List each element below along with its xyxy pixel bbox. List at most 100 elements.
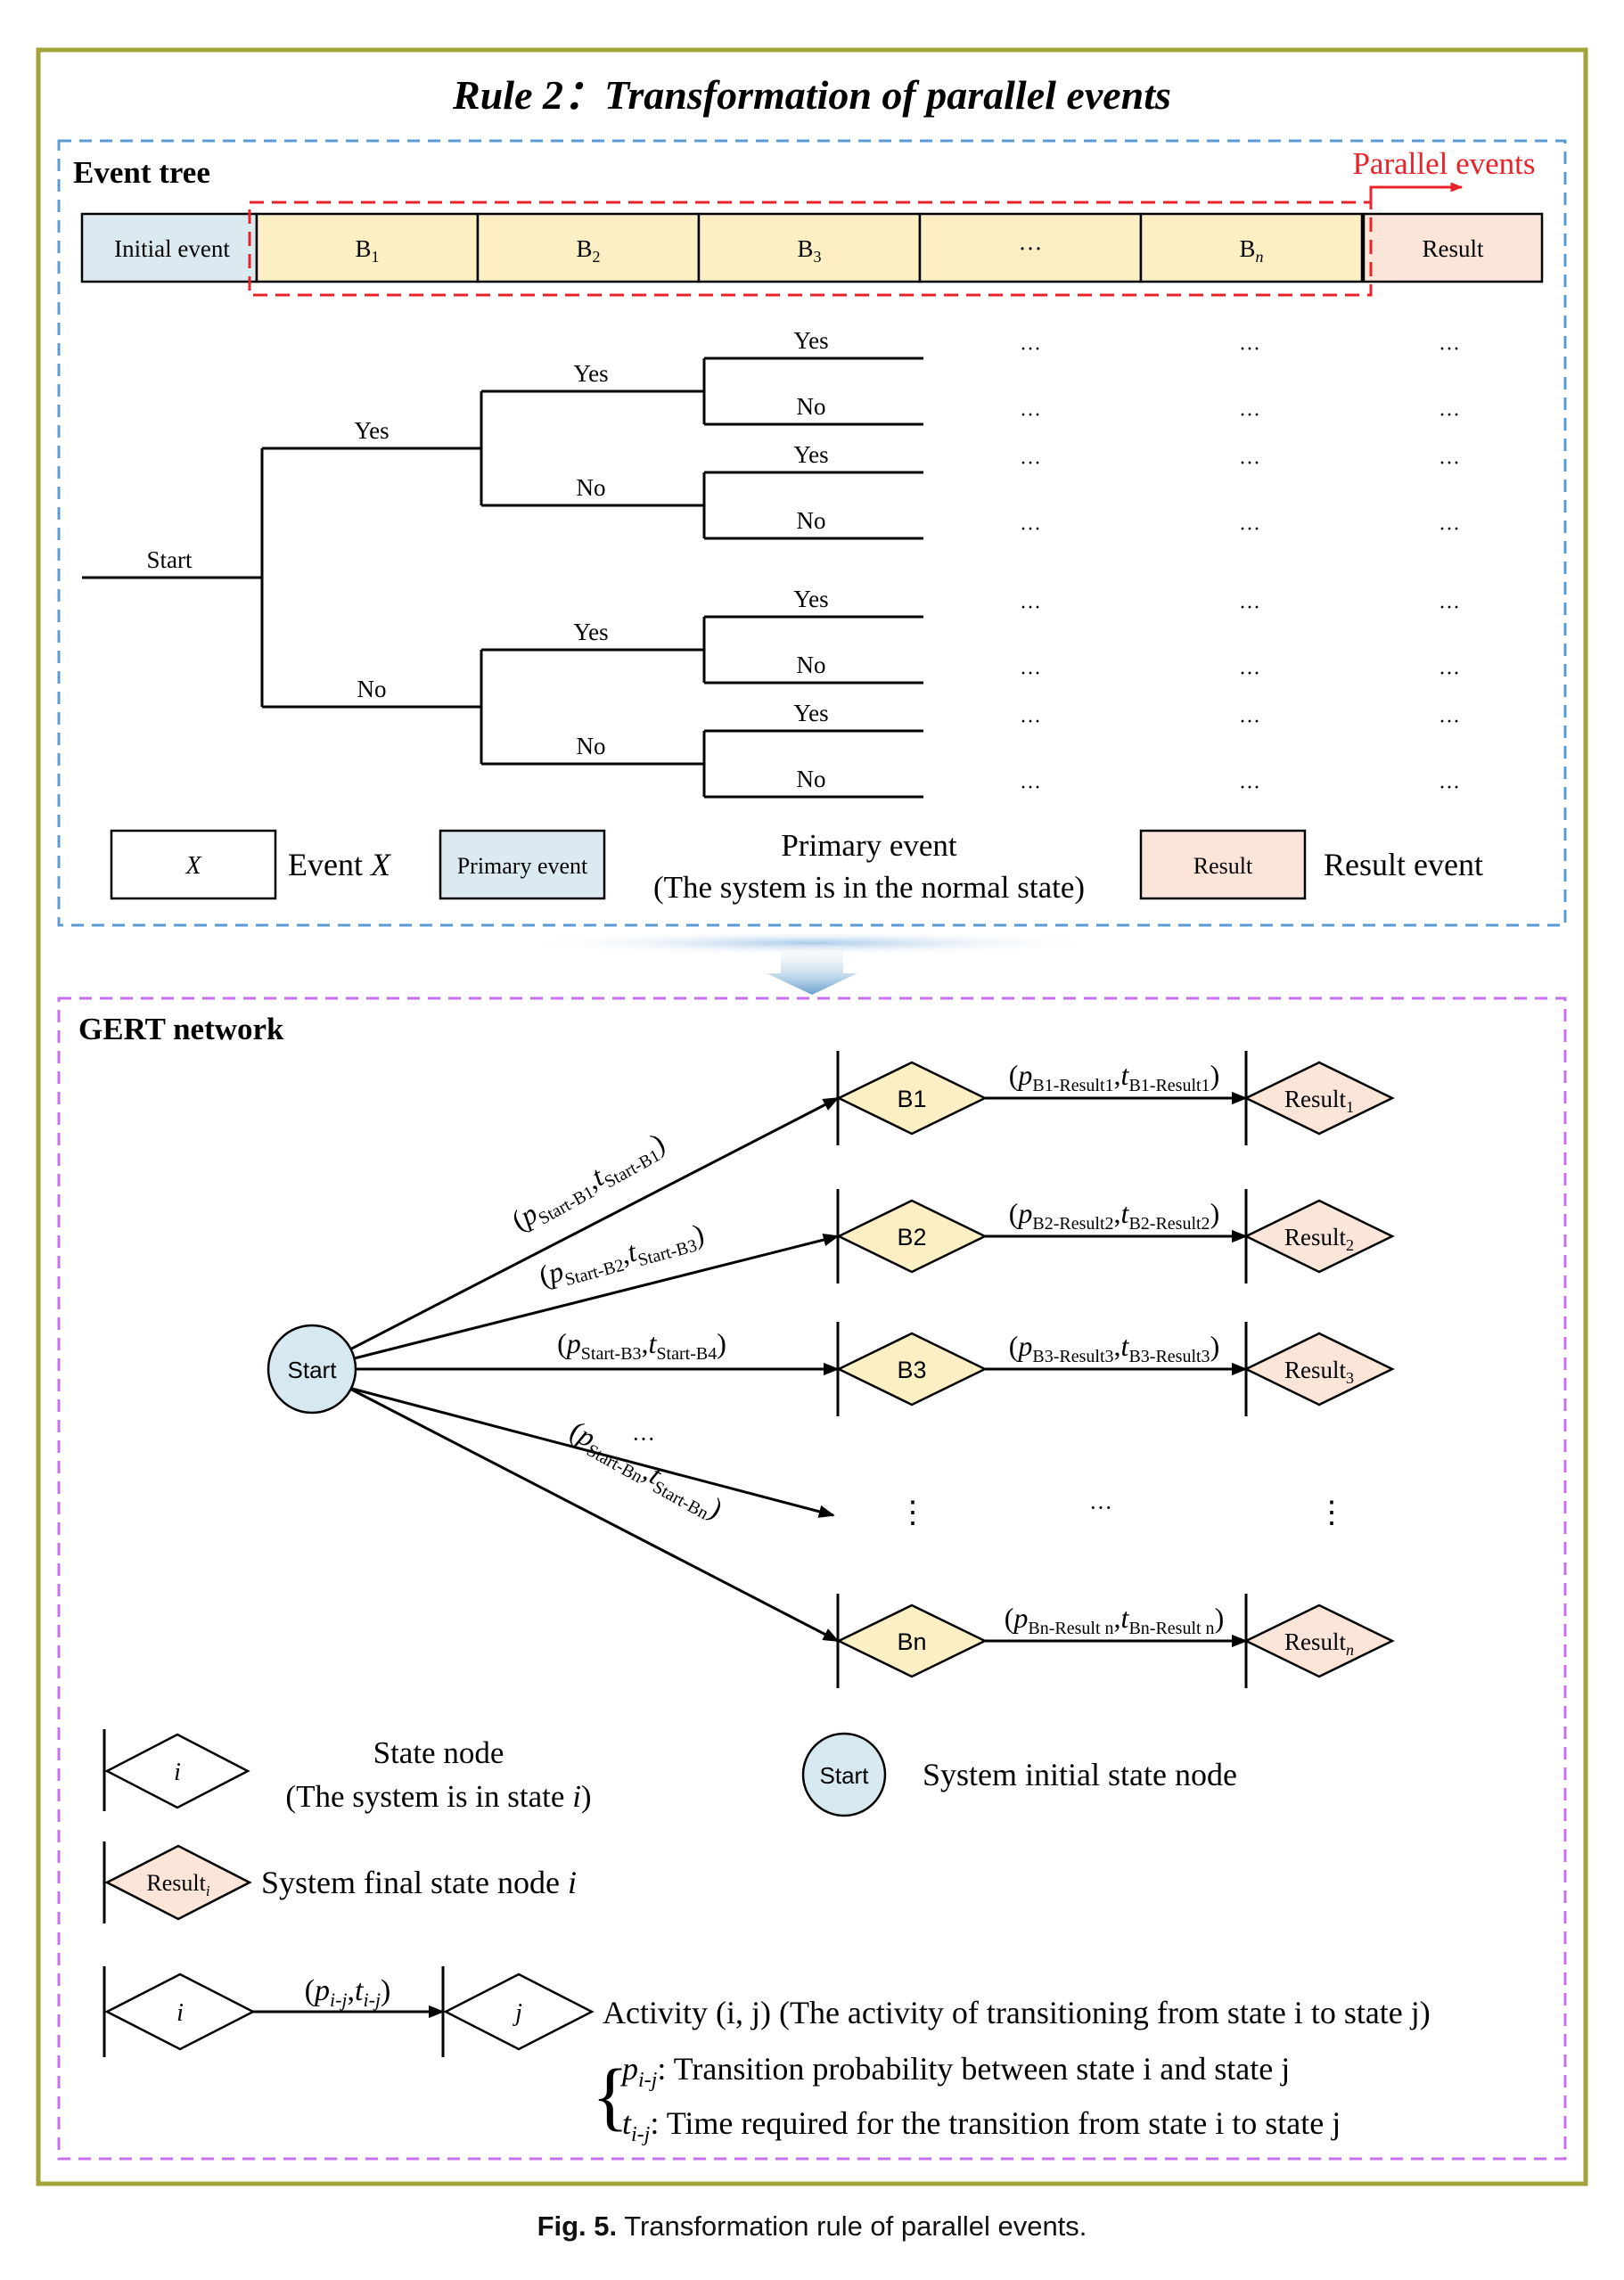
parallel-events-box [248, 201, 1373, 297]
branch-no-label: No [797, 393, 826, 420]
event-tree-label: Event tree [73, 155, 210, 190]
legend-start-node-label: Start [820, 1762, 870, 1789]
gert-panel [57, 996, 1567, 2161]
diagram-canvas: Rule 2：Transformation of parallel events… [36, 47, 1588, 2186]
caption-fig-number: Fig. 5. [537, 2210, 618, 2242]
gert-graph: Start(pStart-B1,tStart-B1)B1(pB1-Result1… [267, 1051, 1395, 1688]
legend-state-node [104, 1733, 250, 1809]
tree-ellipsis: ··· [1239, 338, 1260, 361]
tree-ellipsis: ··· [1439, 776, 1460, 800]
branch-no-label: No [577, 474, 606, 501]
tree-ellipsis: ··· [1239, 662, 1260, 685]
gert-result-node [1243, 1199, 1395, 1274]
event-header-row: Initial event [80, 212, 258, 283]
branch-yes-label: Yes [793, 327, 828, 354]
gert-result-node [1243, 1603, 1395, 1678]
tree-ellipsis: ··· [1020, 452, 1041, 475]
legend-final-text: System final state node i [261, 1865, 577, 1900]
tree-ellipsis: ··· [1239, 452, 1260, 475]
gert-legend: i State node (The system is in state i) … [103, 1729, 1431, 2146]
gert-ellipsis-edge [351, 1387, 835, 1518]
gert-start-edge-label: (pStart-B3,tStart-B4) [557, 1327, 726, 1364]
gert-b-node-label: Bn [897, 1628, 926, 1655]
legend-primary-box [439, 829, 606, 900]
gert-b-node-label: B1 [897, 1086, 926, 1112]
tree-ellipsis: ··· [1439, 710, 1460, 734]
tree-ellipsis: ··· [1239, 776, 1260, 800]
legend-start-node [801, 1732, 887, 1817]
branch-no-label: No [797, 766, 826, 792]
tree-ellipsis: ··· [1439, 518, 1460, 541]
legend-activity-node-j [443, 1972, 595, 2051]
gert-result-edge-label: (pB1-Result1,tB1-Result1) [1009, 1059, 1219, 1095]
gert-result-edge-label: (pBn-Result n,tBn-Result n) [1005, 1602, 1224, 1638]
legend-final-node-label: Resulti [146, 1870, 209, 1899]
gert-vdots: ⋮ [1316, 1497, 1347, 1530]
gert-start-edge [349, 1388, 840, 1643]
tree-ellipsis: ··· [1439, 452, 1460, 475]
gert-ellipsis: ··· [632, 1426, 655, 1452]
legend-event-x-var: X [185, 852, 201, 880]
tree-ellipsis: ··· [1439, 404, 1460, 427]
gert-result-node-label: Result3 [1284, 1357, 1354, 1387]
tree-start-label: Start [147, 546, 193, 573]
event-tree-branches [82, 357, 923, 799]
tree-ellipsis: ··· [1020, 662, 1041, 685]
initial-event-cell [80, 212, 258, 283]
legend-activity-i: i [176, 1999, 184, 2027]
legend-primary-line1: Primary event [781, 828, 957, 863]
parallel-event-label: Bn [1239, 235, 1263, 266]
tree-ellipsis: ··· [1020, 404, 1041, 427]
branch-no-label: No [577, 733, 606, 759]
parallel-event-label: B1 [355, 235, 379, 266]
legend-start-text: System initial state node [923, 1757, 1237, 1792]
legend-final-node [104, 1844, 252, 1921]
tree-ellipsis: ··· [1020, 596, 1041, 619]
transition-arrow [518, 931, 1106, 995]
gert-ellipsis: ··· [1089, 1495, 1112, 1521]
gert-result-node [1243, 1061, 1395, 1136]
legend-brace: { [592, 2053, 628, 2138]
legend-primary-line2: (The system is in the normal state) [653, 870, 1085, 905]
tree-ellipsis: ··· [1439, 662, 1460, 685]
branch-no-label: No [357, 676, 387, 702]
gert-start-edge-label: (pStart-B1,tStart-B1) [506, 1127, 672, 1241]
gert-result-node-label: Result1 [1284, 1086, 1354, 1116]
gert-start-edge-label: (pStart-B2,tStart-B3) [536, 1217, 709, 1296]
tree-ellipsis: ··· [1239, 710, 1260, 734]
parallel-event-label: B3 [797, 235, 821, 266]
legend-t-line: ti-j: Time required for the transition f… [622, 2105, 1341, 2146]
legend-state-line1: State node [373, 1735, 504, 1770]
gert-start-edge [349, 1096, 840, 1350]
gert-start-edge [354, 1233, 840, 1360]
result-cell-label: Result [1422, 235, 1484, 262]
parallel-event-cell [918, 212, 1143, 283]
legend-state-node-var: i [174, 1759, 181, 1786]
branch-yes-label: Yes [573, 619, 608, 645]
figure-title: Rule 2：Transformation of parallel events [452, 72, 1171, 118]
legend-state-line2: (The system is in state i) [285, 1779, 591, 1814]
result-cell [1362, 212, 1544, 283]
tree-ellipsis: ··· [1020, 518, 1041, 541]
legend-activity-label: (pi-j,ti-j) [305, 1974, 391, 2011]
tree-ellipsis: ··· [1439, 596, 1460, 619]
legend-result-text: Result event [1324, 847, 1483, 882]
branch-no-label: No [797, 507, 826, 534]
event-legend: X Event X Primary event Primary event (T… [110, 828, 1483, 905]
legend-primary-box-label: Primary event [457, 853, 588, 879]
caption-text: Transformation rule of parallel events. [624, 2210, 1087, 2242]
legend-activity-j: j [513, 1999, 522, 2027]
outer-frame [36, 47, 1588, 2186]
legend-p-line: pi-j: Transition probability between sta… [619, 2051, 1290, 2092]
tree-ellipsis: ··· [1439, 338, 1460, 361]
legend-activity-text: Activity (i, j) (The activity of transit… [603, 1995, 1431, 2030]
result-header: Result [1362, 212, 1544, 283]
tree-ellipsis: ··· [1239, 404, 1260, 427]
parallel-events-label: Parallel events [1352, 146, 1535, 181]
branch-yes-label: Yes [793, 441, 828, 468]
tree-ellipsis: ··· [1239, 596, 1260, 619]
parallel-event-label: ··· [1019, 235, 1043, 262]
gert-result-edge-label: (pB3-Result3,tB3-Result3) [1009, 1330, 1219, 1366]
legend-result-box [1139, 829, 1307, 900]
